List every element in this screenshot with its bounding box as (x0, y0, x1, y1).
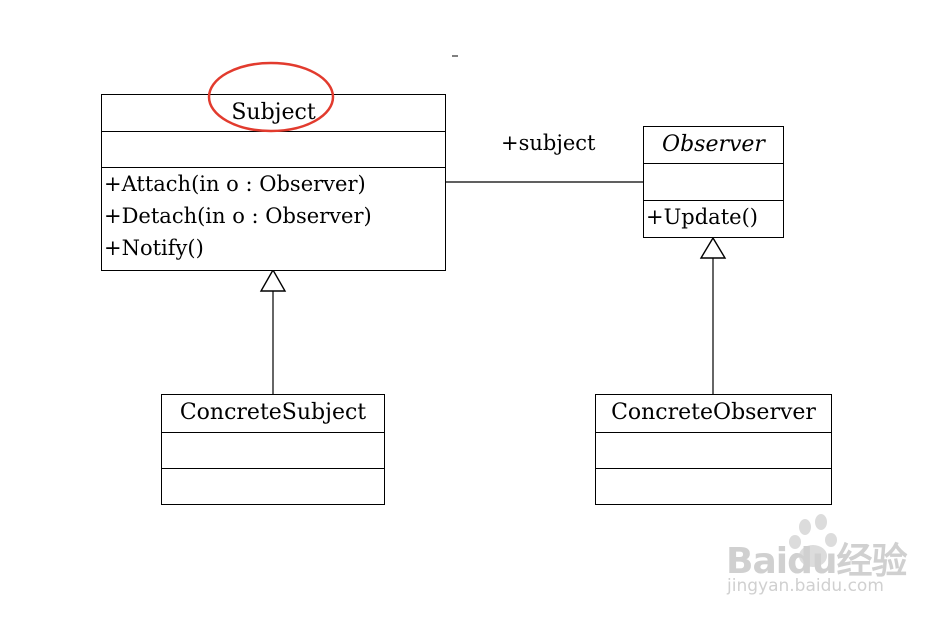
operation-detach: +Detach(in o : Observer) (104, 204, 372, 228)
operation-notify: +Notify() (104, 236, 204, 260)
concrete-subject-class: ConcreteSubject (161, 394, 385, 505)
observer-attributes (644, 164, 783, 201)
watermark-url: jingyan.baidu.com (727, 576, 884, 596)
observer-operations: +Update() (644, 201, 783, 237)
concrete-observer-class: ConcreteObserver (595, 394, 832, 505)
observer-class-name: Observer (644, 127, 783, 164)
concrete-subject-class-name: ConcreteSubject (162, 395, 384, 433)
concrete-observer-attributes (596, 433, 831, 469)
concrete-observer-class-name: ConcreteObserver (596, 395, 831, 433)
association-label: +subject (501, 131, 596, 155)
inheritance-arrow-observer (699, 236, 727, 259)
observer-class: Observer +Update() (643, 126, 784, 238)
operation-attach: +Attach(in o : Observer) (104, 172, 366, 196)
highlight-circle (207, 61, 335, 133)
subject-operations: +Attach(in o : Observer) +Detach(in o : … (102, 168, 445, 270)
inheritance-arrow-subject (259, 268, 287, 292)
subject-attributes (102, 132, 445, 168)
operation-update: +Update() (646, 205, 758, 229)
concrete-subject-attributes (162, 433, 384, 469)
watermark-brand: Baidu经验 (726, 541, 907, 582)
